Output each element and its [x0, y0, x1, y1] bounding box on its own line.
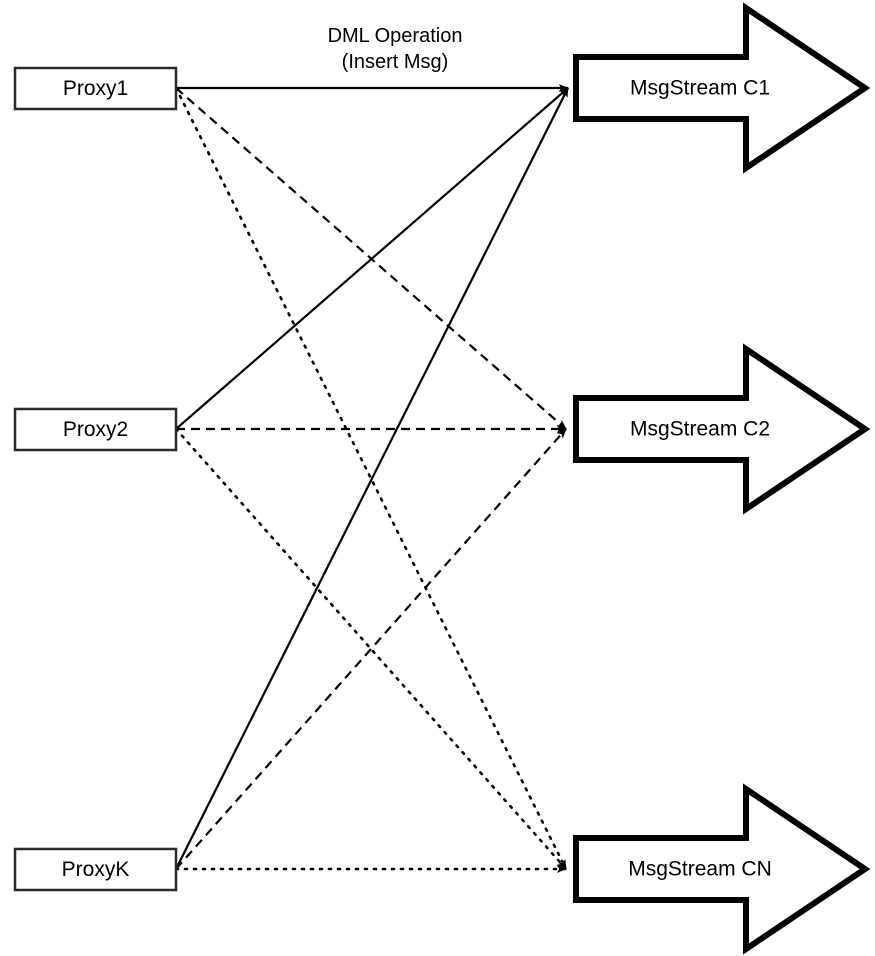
edge-line-solid [175, 87, 569, 870]
msgstream-arrow-shape [573, 343, 871, 515]
edge-proxyK-c1[interactable] [175, 87, 569, 870]
proxy-label: Proxy2 [63, 418, 128, 441]
msgstream-label: MsgStream C2 [630, 418, 770, 441]
msgstream-c2[interactable]: MsgStream C2 [573, 343, 871, 515]
edge-proxy1-cn[interactable] [174, 86, 568, 871]
edge-label-line2: (Insert Msg) [342, 51, 449, 73]
proxy-box [13, 66, 178, 111]
proxy-node-proxyK[interactable]: ProxyK [13, 847, 178, 892]
proxy-box [13, 407, 178, 452]
msgstream-label: MsgStream CN [628, 858, 772, 881]
edge-label-dml-operation: DML Operation (Insert Msg) [328, 25, 463, 73]
streams-layer: MsgStream C1 MsgStream C2 MsgStream CN [573, 2, 871, 955]
msgstream-label: MsgStream C1 [630, 77, 770, 100]
proxy-box [13, 847, 178, 892]
proxy-label: ProxyK [62, 858, 130, 881]
edges-layer [174, 84, 569, 873]
edge-proxyK-c2[interactable] [175, 428, 567, 870]
edge-line-dotted [174, 86, 568, 871]
edge-line-solid [175, 87, 569, 430]
edge-label-line1: DML Operation [328, 25, 463, 47]
edge-proxy2-c1[interactable] [175, 87, 569, 430]
msgstream-arrow-shape [573, 783, 871, 955]
edge-proxy2-cn[interactable] [174, 427, 568, 871]
proxy-node-proxy2[interactable]: Proxy2 [13, 407, 178, 452]
edge-line-dashed [175, 428, 567, 870]
msgstream-cn[interactable]: MsgStream CN [573, 783, 871, 955]
proxy-label: Proxy1 [63, 77, 128, 100]
proxy-node-proxy1[interactable]: Proxy1 [13, 66, 178, 111]
edge-line-dotted [174, 427, 568, 871]
msgstream-c1[interactable]: MsgStream C1 [573, 2, 871, 174]
msgstream-arrow-shape [573, 2, 871, 174]
